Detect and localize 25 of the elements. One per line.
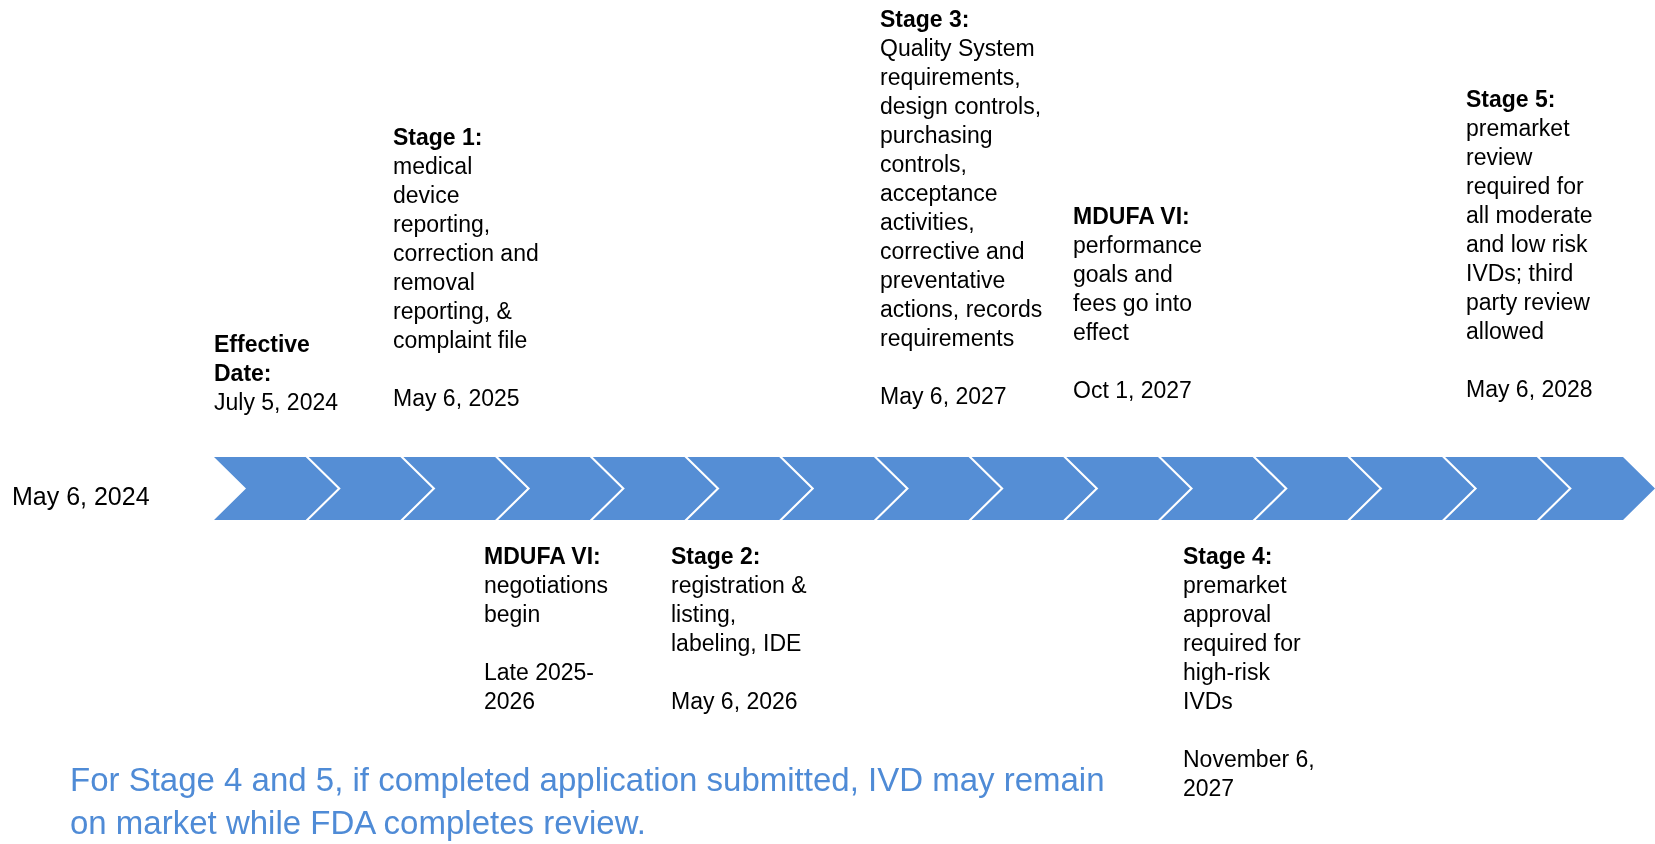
milestone-heading: Stage 2:	[671, 542, 761, 571]
milestone-heading: MDUFA VI:	[1073, 202, 1190, 231]
caption: For Stage 4 and 5, if completed application submitted, IVD may remain on market while FDA completes review.	[70, 760, 1106, 843]
milestone-description: registration & listing, labeling, IDE	[671, 571, 808, 658]
milestone-heading: Stage 4:	[1183, 542, 1273, 571]
milestone-heading: Stage 1:	[393, 123, 483, 152]
milestone-date: Late 2025-2026	[484, 658, 595, 716]
milestone-heading: Stage 3:	[880, 5, 970, 34]
milestone-description: premarket review required for all moderate and low risk IVDs; third party review allowed	[1466, 114, 1594, 346]
milestone-date: May 6, 2027	[880, 382, 1007, 411]
milestone-heading: MDUFA VI:	[484, 542, 601, 571]
milestone-description: performance goals and fees go into effect	[1073, 231, 1204, 347]
milestone-date: May 6, 2028	[1466, 375, 1593, 404]
milestone-date: July 5, 2024	[214, 388, 339, 417]
milestone-description: Quality System requirements, design controls, purchasing controls, acceptance activities, corrective and preventative actions, records requirements	[880, 34, 1044, 353]
milestone-date: May 6, 2026	[671, 687, 798, 716]
start-date-label: May 6, 2024	[12, 481, 150, 511]
milestone-date: Oct 1, 2027	[1073, 376, 1192, 405]
milestone-date: November 6, 2027	[1183, 745, 1316, 803]
milestone-date: May 6, 2025	[393, 384, 520, 413]
milestone-description: negotiations begin	[484, 571, 610, 629]
milestone-heading: Stage 5:	[1466, 85, 1556, 114]
milestone-description: premarket approval required for high-risk IVDs	[1183, 571, 1302, 716]
milestone-description: medical device reporting, correction and removal reporting, & complaint file	[393, 152, 540, 355]
milestone-heading: Effective Date:	[214, 330, 311, 388]
